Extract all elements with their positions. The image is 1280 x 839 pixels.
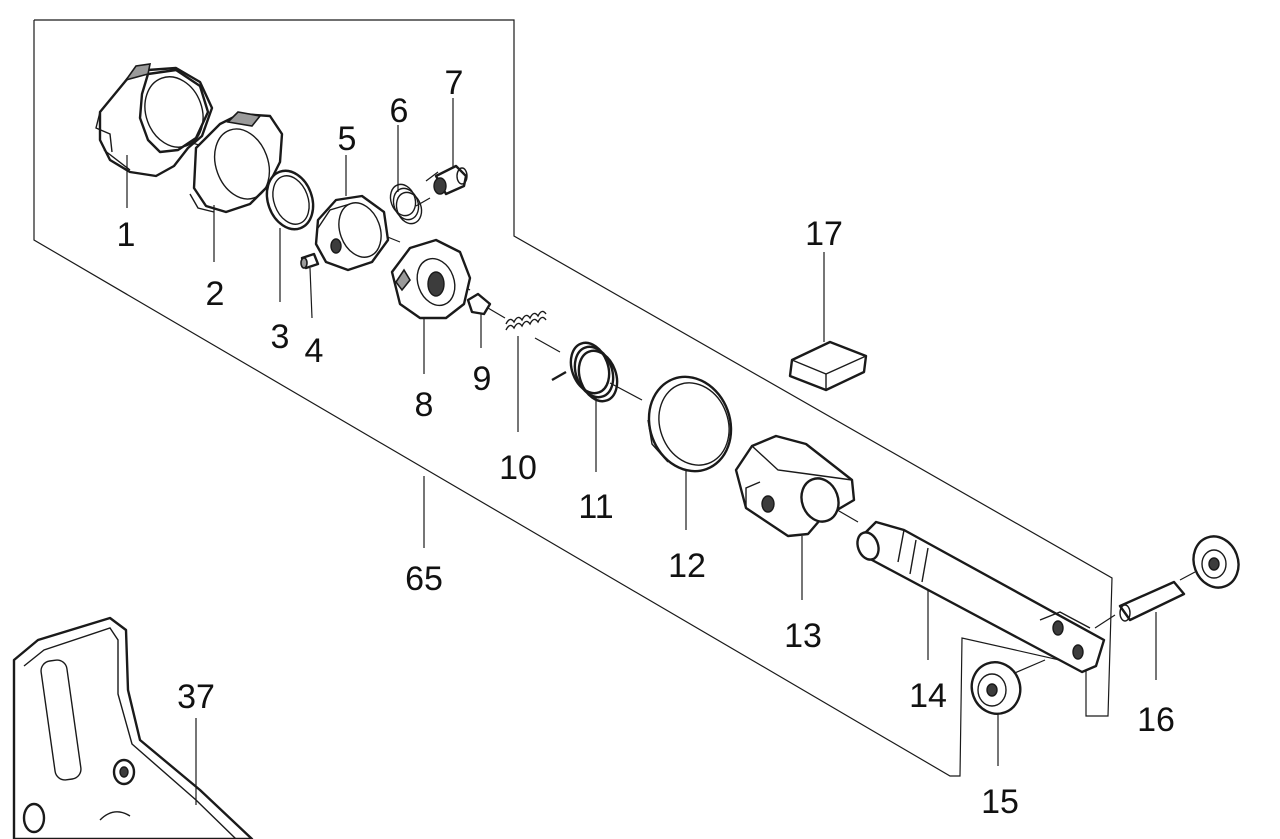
assembly-65-boundary (33, 19, 1113, 777)
part-10-small-spring (505, 310, 547, 331)
label-part-7: 7 (445, 64, 464, 102)
label-part-14: 14 (909, 677, 947, 715)
part-6-spring (389, 183, 423, 225)
label-assembly-65: 65 (405, 560, 443, 598)
label-part-8: 8 (415, 386, 434, 424)
label-part-12: 12 (668, 547, 706, 585)
label-part-37: 37 (177, 678, 215, 716)
part-9-plunger (466, 292, 492, 316)
label-part-6: 6 (390, 92, 409, 130)
label-part-17: 17 (805, 215, 843, 253)
part-1-housing (95, 63, 214, 178)
label-part-15: 15 (981, 783, 1019, 821)
part-13-clamp-block (734, 434, 856, 538)
part-14-shaft (856, 520, 1106, 674)
part-number-labels: 1 2 3 4 5 6 7 8 9 10 11 12 13 14 15 16 1… (117, 64, 1175, 821)
label-part-11: 11 (578, 488, 613, 526)
part-12-sleeve-ring (647, 375, 733, 473)
label-part-9: 9 (473, 360, 492, 398)
label-part-3: 3 (271, 318, 290, 356)
part-17-pad (788, 340, 868, 392)
label-part-2: 2 (206, 275, 225, 313)
part-16-pin (1118, 580, 1186, 622)
part-4-pin (300, 252, 320, 270)
label-part-16: 16 (1137, 701, 1175, 739)
part-37-base-frame (12, 616, 254, 839)
label-part-1: 1 (117, 216, 136, 254)
label-part-10: 10 (499, 449, 537, 487)
label-part-13: 13 (784, 617, 822, 655)
part-7-bolt (433, 164, 468, 196)
leader-lines (126, 98, 1157, 805)
part-5-collar (314, 194, 390, 272)
part-11-torsion-spring (551, 341, 619, 403)
label-part-4: 4 (305, 332, 324, 370)
label-part-5: 5 (338, 120, 357, 158)
part-15-roller (970, 661, 1022, 715)
part-8-lock-nut (390, 238, 472, 320)
washer (1192, 535, 1240, 589)
part-3-retaining-ring (265, 169, 315, 231)
